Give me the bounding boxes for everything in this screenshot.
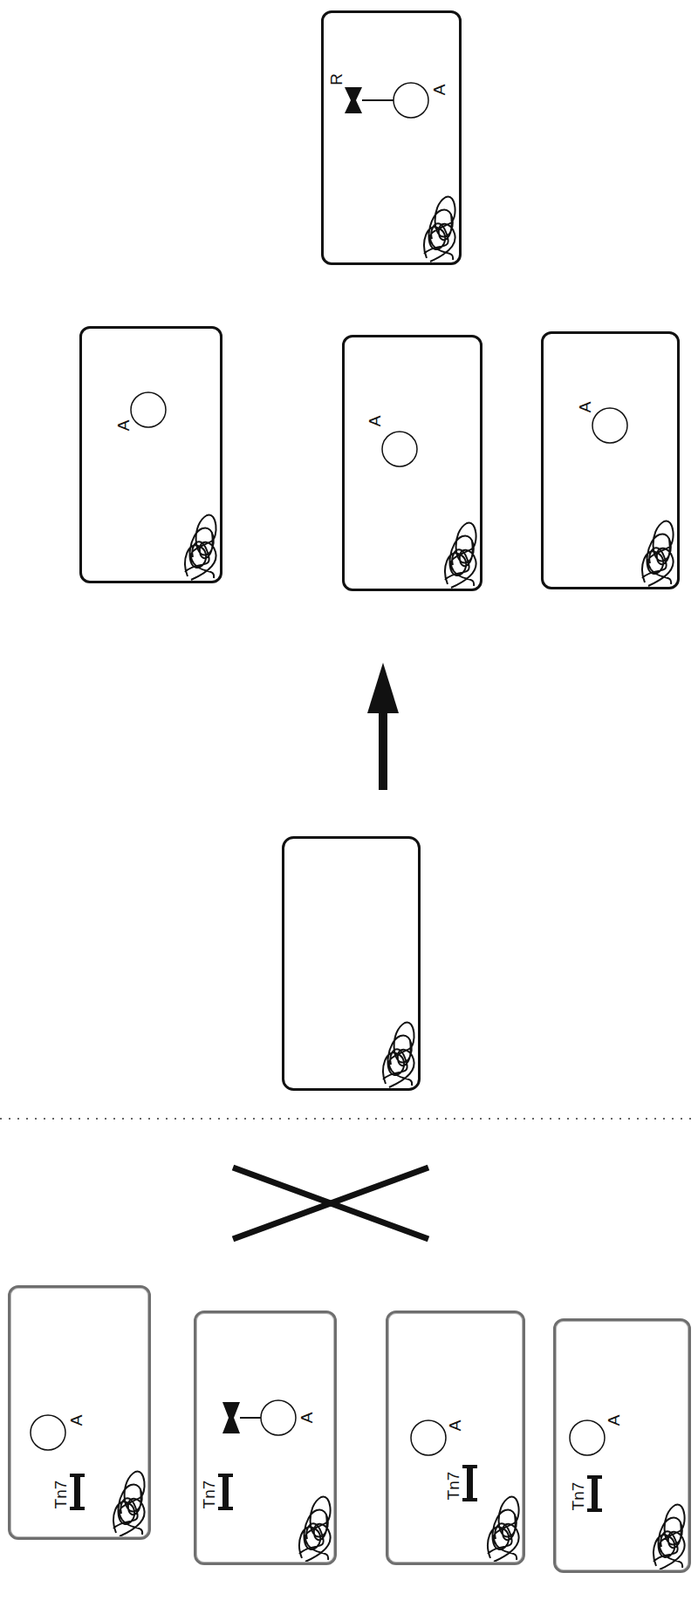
arrow-head bbox=[367, 663, 399, 714]
plasmid bbox=[260, 1401, 296, 1437]
plasmid bbox=[393, 82, 429, 118]
plasmid-label: A bbox=[68, 1416, 85, 1428]
cell-box: A bbox=[540, 331, 680, 590]
tn7-bar bbox=[74, 1476, 81, 1510]
plasmid-label: A bbox=[605, 1416, 623, 1428]
element-label: Tn7 bbox=[569, 1483, 587, 1513]
plasmid bbox=[592, 408, 628, 444]
plasmid bbox=[130, 392, 166, 428]
plasmid-label: A bbox=[115, 420, 132, 432]
tn7-bar bbox=[218, 1474, 233, 1479]
cross-mark bbox=[232, 1168, 429, 1240]
cell-box: A bbox=[79, 326, 223, 584]
plasmid-label: R bbox=[328, 73, 345, 86]
chromosome bbox=[299, 1497, 331, 1563]
plasmid bbox=[382, 431, 418, 467]
insert-link bbox=[362, 99, 394, 102]
tn7-bar bbox=[587, 1509, 603, 1513]
chromosome bbox=[113, 1471, 145, 1538]
plasmid bbox=[30, 1416, 66, 1451]
arrow-shaft bbox=[378, 711, 388, 791]
chromosome bbox=[184, 514, 217, 581]
insert-link bbox=[239, 1417, 261, 1420]
insert-symbol bbox=[222, 1402, 240, 1435]
cell-box: RA bbox=[321, 10, 462, 266]
divider-line bbox=[0, 1118, 698, 1121]
tn7-bar bbox=[218, 1507, 233, 1512]
plasmid-label: A bbox=[298, 1413, 315, 1425]
tn7-bar bbox=[591, 1478, 598, 1512]
tn7-bar bbox=[462, 1498, 478, 1503]
chromosome bbox=[653, 1505, 685, 1571]
tn7-bar bbox=[587, 1476, 603, 1480]
cell-outline bbox=[283, 838, 420, 1091]
plasmid bbox=[569, 1421, 605, 1457]
element-label: Tn7 bbox=[52, 1481, 69, 1511]
plasmid-label: A bbox=[446, 1421, 464, 1433]
plasmid-label: A bbox=[366, 416, 384, 428]
plasmid bbox=[410, 1421, 446, 1457]
chromosome bbox=[444, 522, 477, 589]
chromosome bbox=[642, 520, 674, 587]
cell-box: A Tn7 bbox=[553, 1319, 692, 1574]
chromosome bbox=[424, 196, 456, 262]
tn7-bar bbox=[466, 1467, 473, 1501]
cell-box: A Tn7 bbox=[385, 1311, 526, 1567]
cell-box: A bbox=[342, 335, 483, 592]
plasmid-label: A bbox=[431, 84, 448, 96]
tn7-bar bbox=[222, 1476, 229, 1510]
chromosome bbox=[383, 1022, 415, 1089]
cell-box: A Tn7 bbox=[193, 1311, 337, 1567]
cell-box: A Tn7 bbox=[7, 1286, 151, 1541]
plasmid-label: A bbox=[576, 402, 594, 414]
element-label: Tn7 bbox=[444, 1472, 462, 1502]
element-label: Tn7 bbox=[200, 1481, 218, 1511]
tn7-bar bbox=[69, 1507, 85, 1512]
tn7-bar bbox=[462, 1465, 478, 1470]
insert-symbol bbox=[344, 87, 363, 114]
tn7-bar bbox=[69, 1474, 85, 1479]
cross-mark bbox=[232, 1168, 429, 1240]
chromosome bbox=[487, 1497, 520, 1563]
